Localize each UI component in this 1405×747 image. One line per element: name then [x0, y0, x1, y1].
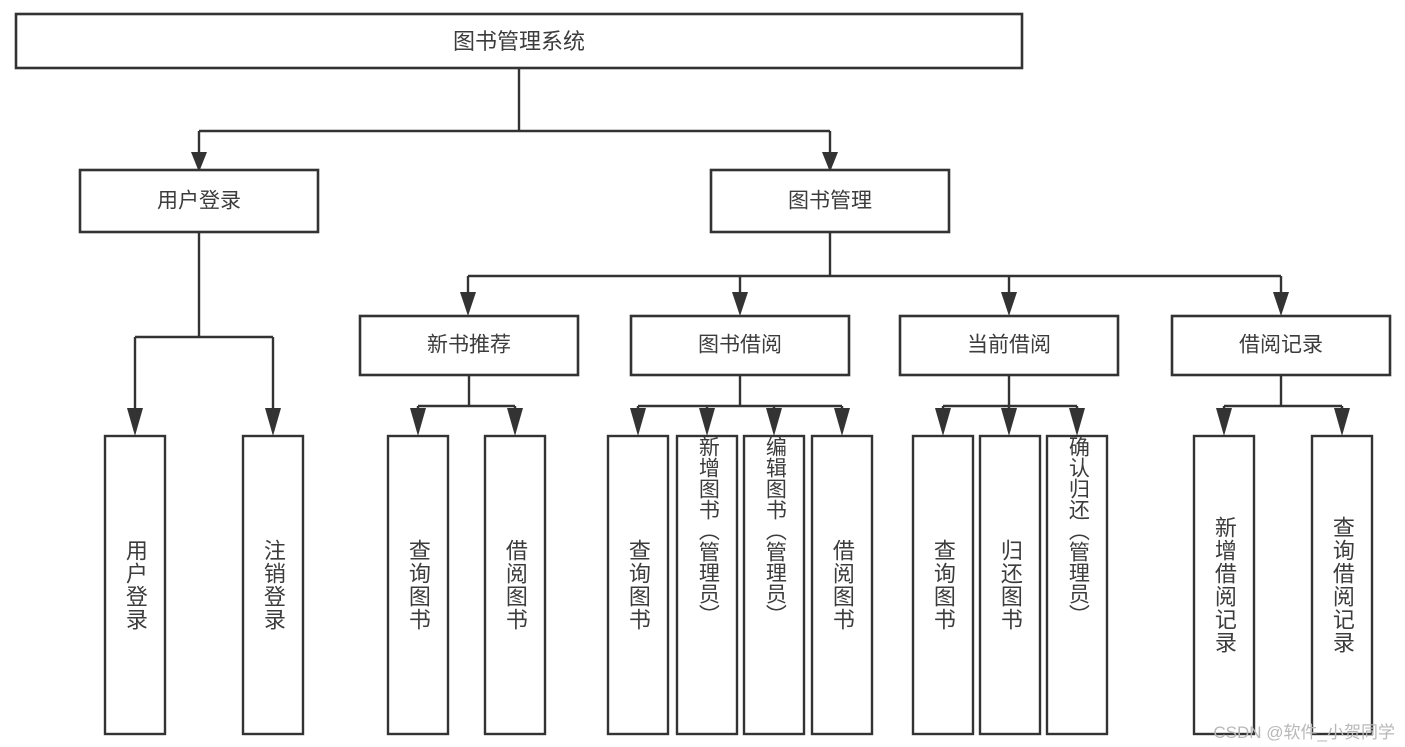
- node-root[interactable]: 图书管理系统: [14, 12, 1024, 70]
- leaf-box-record-0[interactable]: [1192, 434, 1256, 736]
- leaf-box-current-0[interactable]: [911, 434, 975, 736]
- node-borrow-record[interactable]: 借阅记录: [1170, 314, 1392, 377]
- leaf-box-user-login-0[interactable]: [103, 434, 167, 736]
- leaf-box-record-1[interactable]: [1310, 434, 1374, 736]
- leaf-box-borrow-0[interactable]: [606, 434, 670, 736]
- leaf-box-new-book-0[interactable]: [386, 434, 450, 736]
- node-user-login[interactable]: 用户登录: [78, 168, 320, 234]
- leaf-box-user-login-1[interactable]: [241, 434, 305, 736]
- leaf-box-new-book-1[interactable]: [483, 434, 547, 736]
- node-book-management-label: 图书管理: [788, 190, 872, 213]
- leaf-boxes: [103, 434, 1374, 736]
- node-root-label: 图书管理系统: [453, 29, 585, 54]
- connector-current-to-leaves: [935, 375, 1085, 436]
- leaf-box-borrow-1[interactable]: [675, 434, 739, 736]
- connector-root-to-level2: [191, 68, 838, 172]
- leaf-box-borrow-2[interactable]: [742, 434, 806, 736]
- node-book-management[interactable]: 图书管理: [709, 168, 951, 234]
- connector-record-to-leaves: [1216, 375, 1350, 436]
- connector-bookmgmt-to-level3: [460, 232, 1289, 316]
- node-borrow-record-label: 借阅记录: [1239, 334, 1323, 357]
- node-current-borrow-label: 当前借阅: [967, 334, 1051, 357]
- connector-userlogin-to-leaves: [127, 232, 281, 436]
- leaf-box-current-1[interactable]: [978, 434, 1042, 736]
- node-new-book-recommend[interactable]: 新书推荐: [358, 314, 580, 377]
- connector-borrow-to-leaves: [630, 375, 850, 436]
- node-new-book-recommend-label: 新书推荐: [427, 334, 511, 357]
- leaf-box-current-2[interactable]: [1045, 434, 1109, 736]
- node-book-borrow[interactable]: 图书借阅: [629, 314, 851, 377]
- connector-newbook-to-leaves: [410, 375, 523, 436]
- node-user-login-label: 用户登录: [157, 190, 241, 213]
- node-book-borrow-label: 图书借阅: [698, 334, 782, 357]
- leaf-box-borrow-3[interactable]: [810, 434, 874, 736]
- node-current-borrow[interactable]: 当前借阅: [898, 314, 1120, 377]
